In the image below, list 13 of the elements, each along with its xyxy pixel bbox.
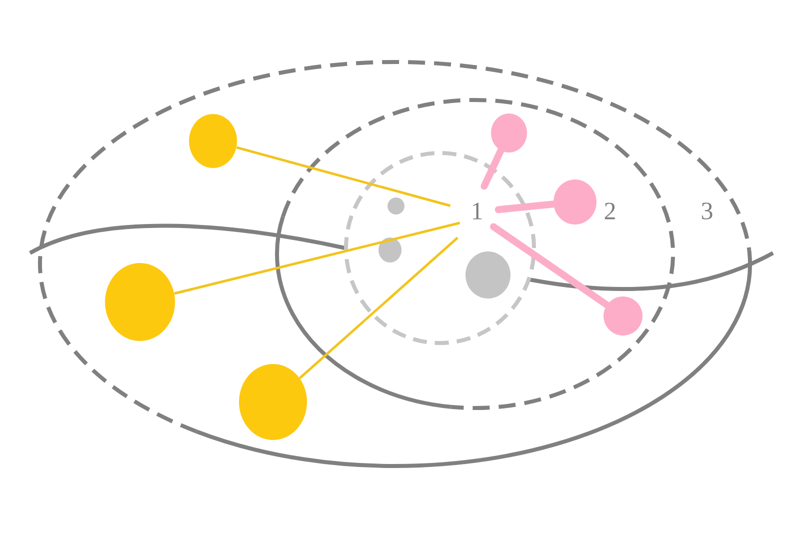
filled-circle bbox=[604, 296, 642, 336]
filled-circle bbox=[239, 364, 307, 440]
connector-line bbox=[490, 223, 610, 308]
filled-circle bbox=[189, 114, 237, 168]
dot bbox=[388, 198, 404, 214]
connector-line bbox=[480, 147, 504, 190]
dot bbox=[466, 252, 510, 298]
filled-circle bbox=[554, 180, 596, 224]
number-label: 1 bbox=[472, 202, 482, 220]
filled-circle bbox=[491, 114, 527, 152]
filled-circle bbox=[105, 263, 175, 341]
connector-line bbox=[236, 146, 451, 207]
connector-line bbox=[494, 200, 557, 214]
